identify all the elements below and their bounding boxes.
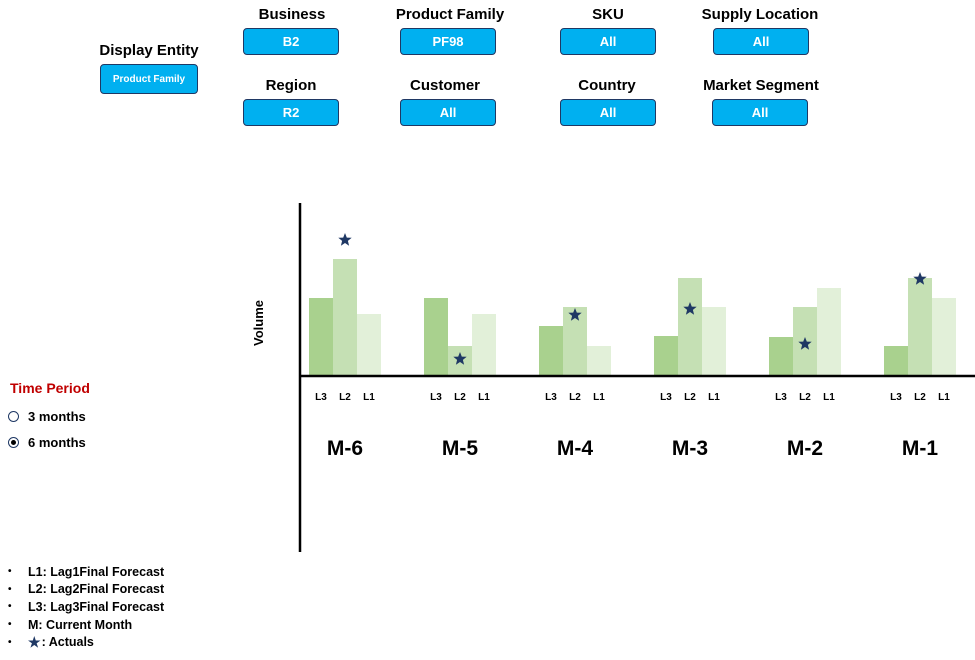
legend-item: •L2: Lag2Final Forecast	[8, 582, 165, 597]
bar-l1	[357, 314, 381, 376]
market-segment-label: Market Segment	[703, 77, 819, 94]
business-label: Business	[258, 6, 326, 23]
bar-tick-label: L2	[914, 392, 926, 403]
bar-tick-label: L2	[684, 392, 696, 403]
market-segment-button[interactable]: All	[712, 99, 808, 126]
bar-l3	[769, 337, 793, 376]
bar-l3	[424, 298, 448, 376]
bar-tick-label: L1	[823, 392, 835, 403]
product-family-label: Product Family	[395, 6, 505, 23]
bar-l2	[563, 307, 587, 376]
bar-l2	[333, 259, 357, 376]
bar-l1	[932, 298, 956, 376]
bar-tick-label: L1	[363, 392, 375, 403]
time-period-option-label: 3 months	[28, 409, 86, 424]
bar-tick-label: L2	[569, 392, 581, 403]
bar-tick-label: L3	[315, 392, 327, 403]
bar-tick-label: L3	[890, 392, 902, 403]
bar-l2	[678, 278, 702, 376]
actual-star-icon	[568, 308, 582, 321]
bar-l1	[817, 288, 841, 376]
legend-item: •L1: Lag1Final Forecast	[8, 564, 165, 579]
country-label: Country	[578, 77, 636, 94]
actual-star-icon	[913, 272, 927, 285]
bar-l3	[539, 326, 563, 376]
customer-button[interactable]: All	[400, 99, 496, 126]
supply-location-button[interactable]: All	[713, 28, 809, 55]
time-period-option-label: 6 months	[28, 435, 86, 450]
bar-tick-label: L2	[454, 392, 466, 403]
time-period-option-3-months[interactable]: 3 months	[8, 409, 86, 424]
bar-l3	[884, 346, 908, 376]
bar-tick-label: L1	[593, 392, 605, 403]
bar-tick-label: L2	[799, 392, 811, 403]
bar-tick-label: L1	[708, 392, 720, 403]
actual-star-icon	[338, 233, 352, 246]
actual-star-icon	[453, 352, 467, 365]
region-label: Region	[265, 77, 317, 94]
sku-label: SKU	[592, 6, 624, 23]
month-label: M-6	[327, 437, 363, 460]
region-button[interactable]: R2	[243, 99, 339, 126]
bar-tick-label: L1	[478, 392, 490, 403]
bar-l3	[654, 336, 678, 376]
y-axis-label: Volume	[251, 300, 266, 346]
bar-l1	[702, 307, 726, 376]
bar-tick-label: L3	[545, 392, 557, 403]
star-icon: ★	[28, 633, 41, 650]
month-label: M-4	[557, 437, 593, 460]
sku-button[interactable]: All	[560, 28, 656, 55]
actual-star-icon	[683, 302, 697, 315]
bar-l2	[908, 278, 932, 376]
bar-tick-label: L3	[660, 392, 672, 403]
radio-unselected-icon[interactable]	[8, 411, 19, 422]
time-period-title: Time Period	[10, 380, 90, 396]
bar-tick-label: L3	[775, 392, 787, 403]
actual-star-icon	[798, 337, 812, 350]
bar-l3	[309, 298, 333, 376]
display-entity-button[interactable]: Product Family	[100, 64, 198, 94]
bar-l1	[587, 346, 611, 376]
business-button[interactable]: B2	[243, 28, 339, 55]
product-family-button[interactable]: PF98	[400, 28, 496, 55]
month-label: M-5	[442, 437, 478, 460]
month-label: M-1	[902, 437, 938, 460]
country-button[interactable]: All	[560, 99, 656, 126]
bar-tick-label: L1	[938, 392, 950, 403]
display-entity-label: Display Entity	[99, 42, 199, 59]
supply-location-label: Supply Location	[701, 6, 819, 23]
legend-item: •M: Current Month	[8, 617, 133, 632]
month-label: M-2	[787, 437, 823, 460]
radio-selected-icon[interactable]	[8, 437, 19, 448]
legend-item: •★: Actuals	[8, 633, 94, 650]
bar-l1	[472, 314, 496, 376]
legend-item: •L3: Lag3Final Forecast	[8, 599, 165, 614]
month-label: M-3	[672, 437, 708, 460]
bar-tick-label: L2	[339, 392, 351, 403]
customer-label: Customer	[409, 77, 480, 94]
time-period-option-6-months[interactable]: 6 months	[8, 435, 86, 450]
bar-tick-label: L3	[430, 392, 442, 403]
legend: •L1: Lag1Final Forecast •L2: Lag2Final F…	[8, 563, 164, 651]
